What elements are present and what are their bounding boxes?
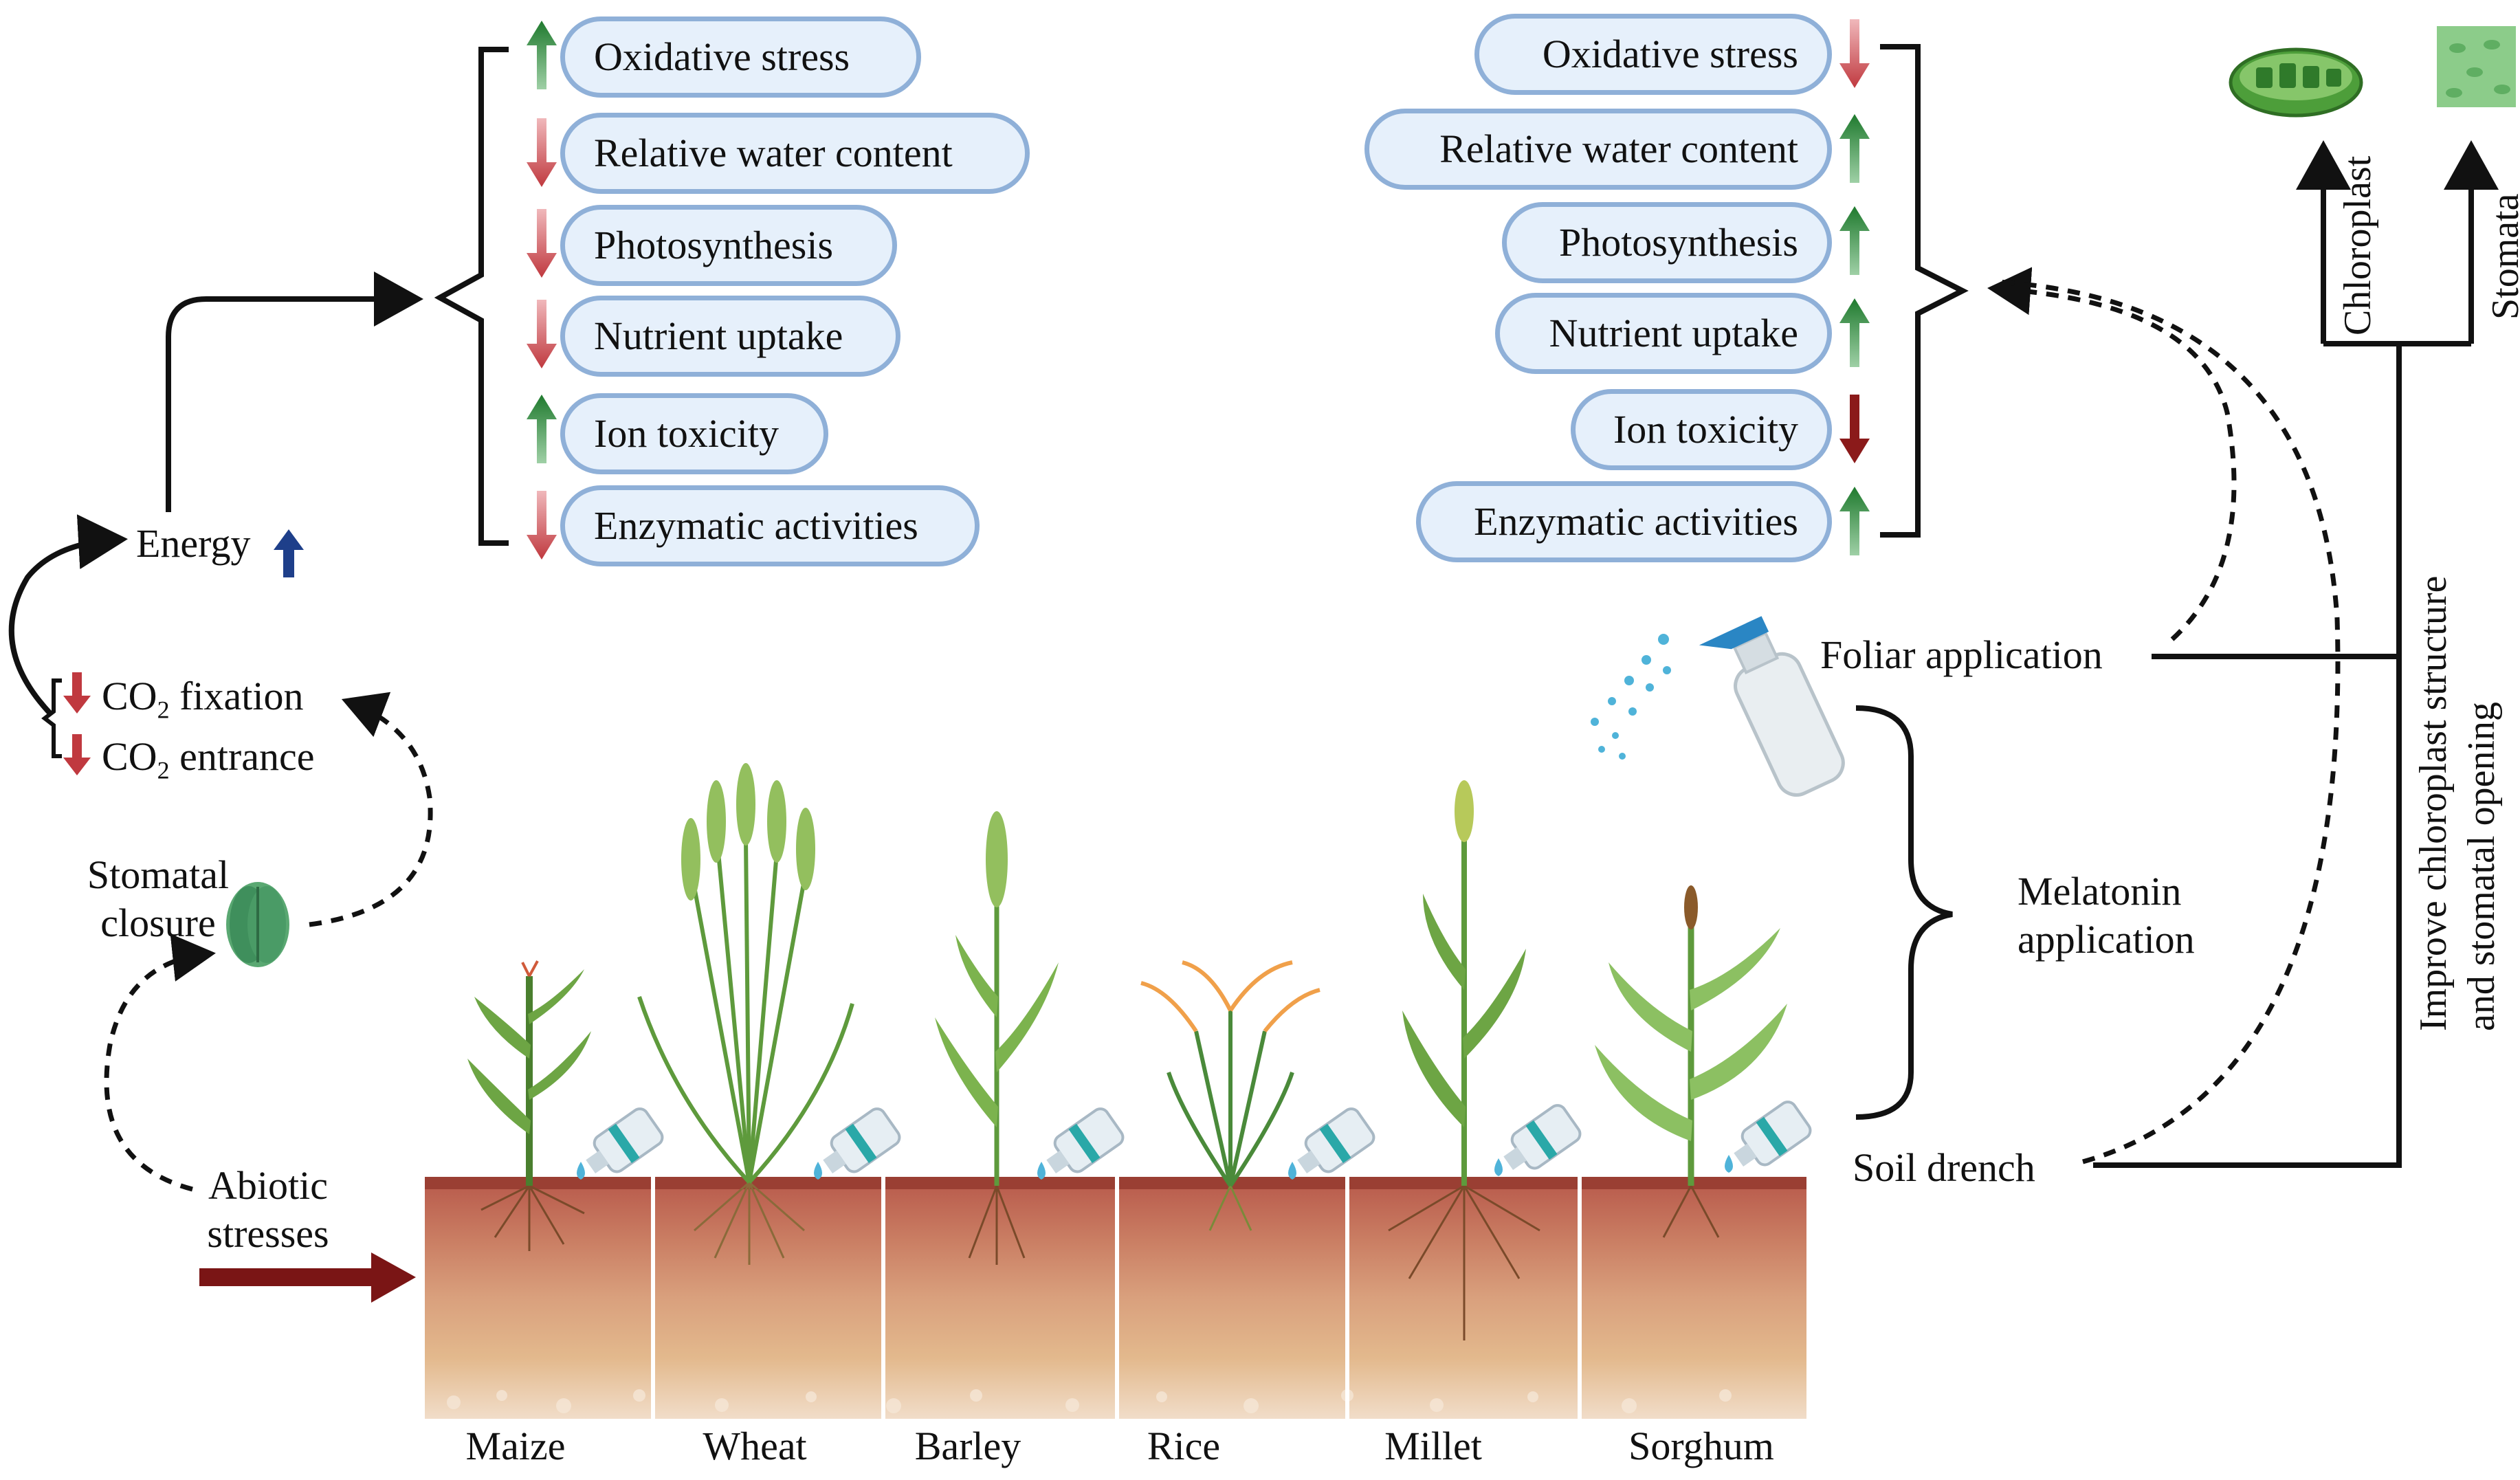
stomatal-closure-label: Stomatal closure <box>69 851 247 947</box>
maize-plant-icon <box>467 960 591 1251</box>
stress-effect-pill: Photosynthesis <box>560 205 897 286</box>
foliar-application-label: Foliar application <box>1820 632 2103 677</box>
melatonin-line1: Melatonin <box>2018 869 2182 914</box>
crop-label-wheat: Wheat <box>703 1424 807 1468</box>
stress-effects-bracket <box>434 47 509 546</box>
up-arrow-icon <box>1839 298 1870 367</box>
co2-fixation-suffix: fixation <box>169 674 304 718</box>
melatonin-application-bracket <box>1855 705 1953 1120</box>
improve-label: Improve chloroplast structure and stomat… <box>2409 576 2506 1031</box>
co2-fixation-sub: 2 <box>157 696 170 724</box>
improve-line2: and stomatal opening <box>2460 701 2503 1031</box>
down-arrow-icon <box>1839 19 1870 88</box>
co2-fixation-prefix: CO <box>102 674 157 718</box>
co2-entrance-prefix: CO <box>102 734 157 779</box>
stomata-tissue-icon <box>2437 26 2516 107</box>
crop-label-barley: Barley <box>914 1424 1021 1468</box>
abiotic-line2: stresses <box>207 1211 329 1256</box>
melatonin-effect-pill: Oxidative stress <box>1474 14 1832 95</box>
up-arrow-icon <box>1839 114 1870 183</box>
melatonin-effect-pill: Enzymatic activities <box>1416 481 1832 562</box>
co2-fixation-label: CO2 fixation <box>102 672 303 734</box>
melatonin-bottles <box>577 1101 1812 1180</box>
co2-bracket <box>41 678 62 758</box>
abiotic-stresses-label: Abiotic stresses <box>186 1162 351 1258</box>
co2-entrance-sub: 2 <box>157 756 170 784</box>
spray-bottle-icon <box>1591 616 1845 797</box>
stomatal-line1: Stomatal <box>87 852 230 897</box>
abiotic-stress-arrow <box>199 1252 416 1303</box>
up-arrow-icon <box>527 395 557 463</box>
sorghum-plant-icon <box>1595 885 1787 1238</box>
stomata-label: Stomata <box>2484 193 2520 320</box>
down-arrow-icon <box>527 118 557 187</box>
down-arrow-icon <box>1839 395 1870 463</box>
melatonin-effect-pill: Photosynthesis <box>1502 202 1832 283</box>
abiotic-to-stomata-dashed <box>104 934 216 1192</box>
improve-connectors <box>2093 140 2499 1168</box>
chloroplast-label: Chloroplast <box>2336 155 2379 335</box>
foliar-to-effects-dashed <box>1987 267 2237 641</box>
energy-to-effects-arrow <box>166 272 423 512</box>
down-arrow-icon <box>527 209 557 278</box>
energy-label: Energy <box>136 521 251 566</box>
melatonin-effect-pill: Nutrient uptake <box>1495 293 1832 374</box>
stomatal-line2: closure <box>100 901 216 945</box>
crop-label-sorghum: Sorghum <box>1628 1424 1774 1468</box>
millet-plant-icon <box>1388 780 1540 1340</box>
co2-entrance-label: CO2 entrance <box>102 733 314 795</box>
crop-label-rice: Rice <box>1147 1424 1221 1468</box>
improve-line1: Improve chloroplast structure <box>2412 575 2455 1031</box>
melatonin-effect-pill: Relative water content <box>1364 109 1832 190</box>
melatonin-application-label: Melatonin application <box>2018 868 2195 964</box>
melatonin-effects-bracket <box>1880 44 1969 538</box>
stomata-to-co2-dashed <box>309 692 433 927</box>
barley-plant-icon <box>935 811 1059 1265</box>
wheat-plant-icon <box>637 763 854 1265</box>
melatonin-effect-pill: Ion toxicity <box>1571 389 1832 470</box>
chloroplast-icon <box>2229 47 2363 118</box>
stress-effect-pill: Enzymatic activities <box>560 485 980 566</box>
soil-drench-label: Soil drench <box>1853 1145 2035 1190</box>
soil-block <box>425 1177 1806 1419</box>
stress-effect-pill: Nutrient uptake <box>560 296 900 377</box>
stress-effect-pill: Oxidative stress <box>560 16 921 98</box>
crop-label-maize: Maize <box>465 1424 566 1468</box>
soil-to-effects-dashed <box>1996 279 2341 1164</box>
energy-up-icon <box>274 529 304 577</box>
up-arrow-icon <box>527 21 557 89</box>
down-arrow-icon <box>527 300 557 368</box>
co2-entrance-suffix: entrance <box>169 734 315 779</box>
stomata-closure-icon <box>226 882 289 967</box>
co2-down-icons <box>63 672 91 775</box>
co2-to-energy-arrow <box>8 514 128 717</box>
abiotic-line1: Abiotic <box>208 1163 328 1208</box>
up-arrow-icon <box>1839 487 1870 555</box>
up-arrow-icon <box>1839 206 1870 275</box>
crop-label-millet: Millet <box>1384 1424 1482 1468</box>
stress-effect-pill: Relative water content <box>560 113 1030 194</box>
down-arrow-icon <box>527 491 557 560</box>
melatonin-line2: application <box>2018 917 2195 962</box>
stress-effect-pill: Ion toxicity <box>560 393 828 474</box>
rice-plant-icon <box>1140 960 1320 1231</box>
